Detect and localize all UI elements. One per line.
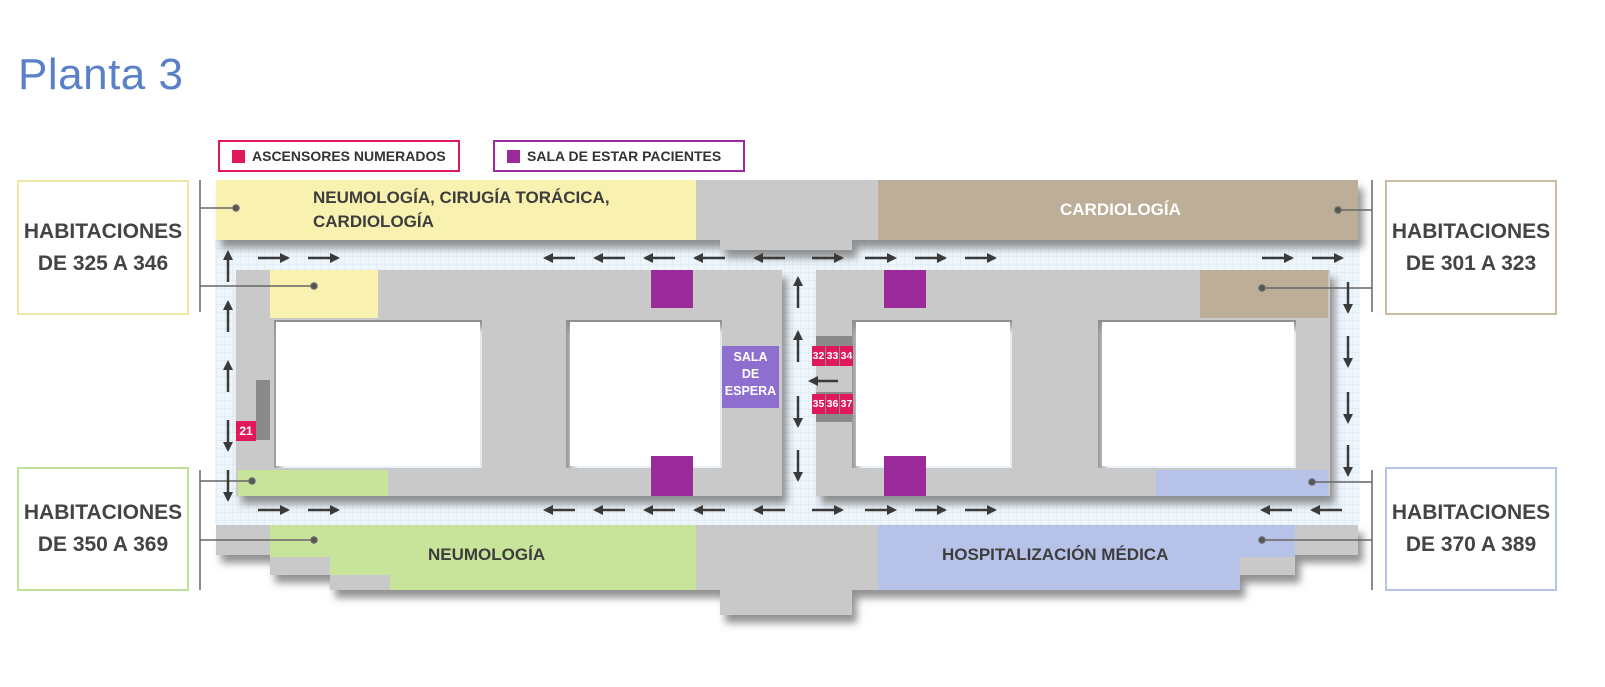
elevator-swatch [232,149,245,163]
elevator-number: 35 [812,394,825,414]
legend-label: ASCENSORES NUMERADOS [252,148,446,164]
zone-south-west [270,525,696,590]
rooms-range: DE 301 A 323 [1405,251,1537,275]
zone-south-east-ward [1156,470,1328,496]
rooms-range: DE 350 A 369 [37,533,169,556]
zone-north-west [216,180,696,240]
rooms-range: DE 325 A 346 [37,251,169,275]
waiting-room-line: ESPERA [724,384,777,398]
zone-label-south-east: HOSPITALIZACIÓN MÉDICA [942,543,1168,567]
elevator-21: 21 [236,421,256,441]
elevator-number: 33 [826,346,839,366]
legend-label: SALA DE ESTAR PACIENTES [527,148,722,164]
zone-label-north-east: CARDIOLOGÍA [1060,198,1181,222]
waiting-room-line: DE [741,367,760,381]
zone-north-west-ward [270,270,378,318]
lounge [884,456,926,496]
zone-line: CARDIOLOGÍA [313,212,434,231]
elevators-32-34: 32 33 34 [812,346,853,366]
legend-lounge: SALA DE ESTAR PACIENTES [493,140,745,172]
courtyard [1102,322,1294,466]
waiting-room-line: SALA [733,350,768,364]
zone-north-east [878,180,1358,240]
elevator-number: 34 [840,346,853,366]
zone-line: NEUMOLOGÍA [428,545,546,564]
zone-south-west-ward [238,470,388,496]
courtyard [856,322,1010,466]
elevator-number: 37 [840,394,853,414]
rooms-label: HABITACIONES [23,501,183,524]
zone-south-east [878,525,1295,590]
lounge [884,270,926,308]
zone-line: NEUMOLOGÍA, CIRUGÍA TORÁCICA, [313,188,610,207]
lounge-swatch [507,149,520,163]
rooms-325-346: HABITACIONES DE 325 A 346 [17,180,189,315]
elevator-shaft [256,380,270,440]
courtyard [570,322,720,466]
connectors [199,180,1373,590]
zone-line: HOSPITALIZACIÓN MÉDICA [942,545,1169,564]
rooms-label: HABITACIONES [1391,501,1551,524]
zone-line: CARDIOLOGÍA [1060,200,1181,219]
zone-north-east-ward [1200,270,1328,318]
rooms-range: DE 370 A 389 [1405,533,1537,556]
lounge [651,456,693,496]
rooms-label: HABITACIONES [23,219,183,243]
elevators-35-37: 35 36 37 [812,394,853,414]
rooms-370-389: HABITACIONES DE 370 A 389 [1385,467,1557,591]
lounge [651,270,693,308]
courtyard [276,322,480,466]
rooms-label: HABITACIONES [1391,219,1551,243]
waiting-room: SALA DE ESPERA [722,346,779,408]
zone-label-north-west: NEUMOLOGÍA, CIRUGÍA TORÁCICA, CARDIOLOGÍ… [313,186,610,234]
zone-label-south-west: NEUMOLOGÍA [428,543,545,567]
elevator-number: 32 [812,346,825,366]
page-title: Planta 3 [18,50,184,99]
legend-elevators: ASCENSORES NUMERADOS [218,140,460,172]
elevator-number: 36 [826,394,839,414]
circulation-arrows [223,250,1353,515]
rooms-350-369: HABITACIONES DE 350 A 369 [17,467,189,591]
rooms-301-323: HABITACIONES DE 301 A 323 [1385,180,1557,315]
